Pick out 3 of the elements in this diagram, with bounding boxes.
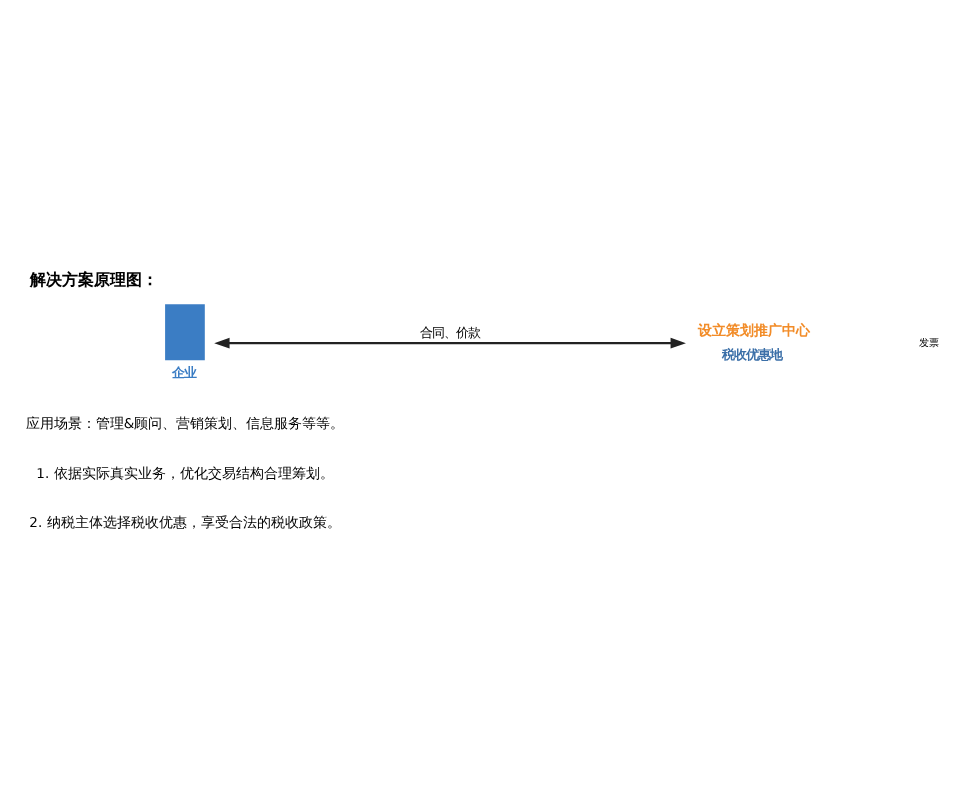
diagram-title: 解决方案原理图： — [30, 268, 159, 289]
arrow — [214, 336, 686, 348]
node-box — [165, 303, 205, 360]
